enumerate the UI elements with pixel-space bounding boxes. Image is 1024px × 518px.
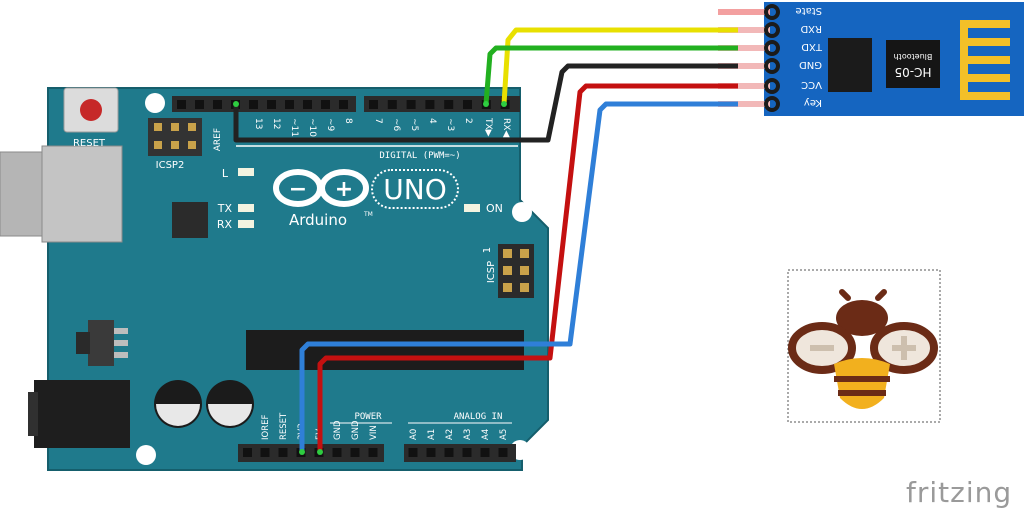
logo-minus: −: [289, 177, 307, 202]
voltage-regulator: [76, 320, 128, 366]
analog-pin-label: A3: [463, 429, 473, 440]
capacitor: [206, 380, 254, 428]
power-pin-label: RESET: [279, 412, 289, 440]
fritzing-brand: fritzing: [906, 476, 1013, 509]
atmega-chip: [246, 330, 524, 370]
digital-header: [172, 96, 520, 112]
digital-pin-label: RX◀0: [501, 118, 511, 143]
digital-pin-label: ~5: [409, 118, 419, 131]
arduino-logo: − + UNO Arduino TM: [273, 169, 459, 229]
bluetooth-label: Bluetooth: [894, 52, 933, 61]
yellow-wire: [501, 27, 738, 105]
digital-pin-label: TX▶1: [483, 117, 493, 142]
usb-connector: [0, 145, 123, 243]
power-pin-label: VIN: [369, 425, 379, 440]
black-wire: [233, 63, 738, 143]
red-wire: [317, 83, 738, 452]
hc05-chip-label: HC-05: [894, 65, 931, 79]
hc05-pin-label: GND: [799, 59, 822, 70]
bee-logo: [787, 269, 941, 423]
blue-wire: [299, 101, 738, 452]
power-pin-label: GND: [333, 420, 343, 440]
led-tx: [238, 204, 254, 212]
icsp-header: [498, 244, 534, 298]
power-header: [238, 444, 384, 462]
wires: [233, 27, 738, 455]
analog-caption: ANALOG IN: [454, 412, 503, 422]
mounting-hole: [512, 202, 532, 222]
power-pin-label: IOREF: [261, 415, 271, 440]
antenna-icon: [960, 20, 1010, 100]
icsp-pin1-label: 1: [482, 247, 493, 253]
digital-pin-label: 8: [343, 118, 353, 124]
analog-pin-label: A5: [499, 429, 509, 440]
power-pin-label: GND: [351, 420, 361, 440]
led-tx-label: TX: [217, 202, 233, 215]
analog-pin-labels: A0 A1 A2 A3 A4 A5: [409, 429, 509, 440]
analog-pin-label: A2: [445, 429, 455, 440]
hc05-pins: [718, 4, 780, 112]
reset-button: [63, 87, 119, 133]
uno-label: UNO: [383, 173, 446, 206]
capacitor: [154, 380, 202, 428]
led-rx-label: RX: [217, 218, 233, 231]
led-l: [238, 168, 254, 176]
aref-label: AREF: [213, 128, 223, 151]
icsp-label: ICSP: [486, 261, 497, 283]
digital-pin-label: ~11: [289, 118, 299, 137]
logo-plus: +: [335, 177, 353, 202]
analog-pin-label: A1: [427, 429, 437, 440]
usb-chip: [172, 202, 208, 238]
digital-pin-label: 2: [463, 118, 473, 124]
digital-pin-label: ~6: [391, 118, 401, 132]
led-on: [464, 204, 480, 212]
mounting-hole: [145, 93, 165, 113]
digital-pin-label: ~9: [325, 118, 335, 132]
arduino-brand-label: Arduino: [289, 211, 347, 229]
arduino-board: [47, 87, 549, 471]
hc05-pin-label: State: [796, 5, 822, 16]
digital-pin-labels: 13 12 ~11 ~10 ~9 8 7 ~6 ~5 4 ~3 2 TX▶1 RX◀0: [253, 117, 511, 143]
icsp2-label: ICSP2: [156, 160, 185, 171]
green-wire: [483, 45, 738, 105]
analog-pin-label: A0: [409, 429, 419, 440]
reset-label: RESET: [73, 138, 106, 149]
led-l-label: L: [222, 167, 229, 180]
hc05-pin-label: TXD: [801, 41, 823, 52]
icsp2-header: [148, 118, 202, 156]
digital-pin-label: 12: [271, 118, 281, 129]
hc05-module: HC-05 Bluetooth: [764, 2, 1024, 116]
hc05-pin-label: RXD: [800, 23, 822, 34]
analog-header: [404, 444, 516, 462]
digital-pin-label: 7: [373, 118, 383, 124]
hc05-pin-label: VCC: [801, 79, 822, 90]
trademark-label: TM: [363, 211, 373, 218]
mounting-hole: [136, 445, 156, 465]
hc05-pin-label: Key: [804, 97, 822, 108]
led-rx: [238, 220, 254, 228]
digital-pin-label: ~10: [307, 118, 317, 137]
digital-pin-label: 4: [427, 118, 437, 124]
analog-pin-label: A4: [481, 429, 491, 440]
digital-pin-label: ~3: [445, 118, 455, 131]
digital-pin-label: 13: [253, 118, 263, 129]
power-caption: POWER: [354, 412, 382, 422]
minus-icon: [810, 345, 834, 351]
led-on-label: ON: [486, 202, 503, 215]
power-jack: [28, 380, 130, 448]
digital-caption: DIGITAL (PWM=~): [379, 151, 460, 161]
